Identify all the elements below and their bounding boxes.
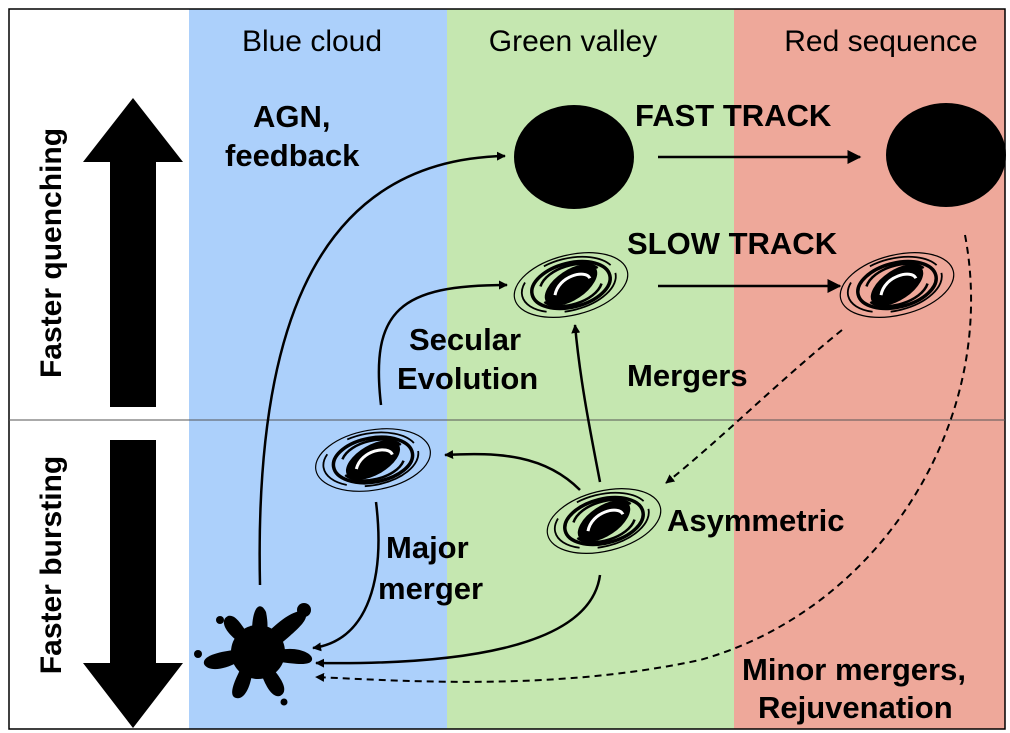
major-merger-arrow — [312, 501, 380, 652]
blue-cloud-band — [189, 9, 447, 729]
asymmetric-to-blue-spiral-arrow — [444, 450, 581, 491]
minor-mergers-label-line2: Rejuvenation — [758, 690, 953, 725]
blue-cloud-title: Blue cloud — [242, 25, 382, 58]
agn-label-line1: AGN, — [253, 99, 331, 134]
secular-label-line1: Secular — [409, 322, 521, 357]
red-sequence-title: Red sequence — [784, 25, 977, 58]
agn-label-line2: feedback — [225, 138, 360, 173]
secular-evolution-arrow — [377, 280, 508, 406]
asymmetric-label: Asymmetric — [667, 503, 844, 538]
starburst-galaxy-icon — [194, 603, 313, 706]
major-merger-label-line1: Major — [386, 530, 469, 565]
faster-bursting-label: Faster bursting — [35, 456, 68, 674]
slow-track-label: SLOW TRACK — [627, 226, 838, 261]
rejuvenation-dashed-arrow — [315, 234, 973, 683]
left-margin-band — [9, 9, 189, 729]
asymmetric-to-green-spiral-arrow — [571, 324, 602, 483]
elliptical-galaxy-red-icon — [886, 103, 1006, 207]
secular-label-line2: Evolution — [397, 361, 538, 396]
fast-track-label: FAST TRACK — [635, 98, 832, 133]
faster-quenching-label: Faster quenching — [35, 128, 68, 378]
mergers-label: Mergers — [627, 358, 748, 393]
major-merger-label-line2: merger — [378, 571, 483, 606]
minor-mergers-label-line1: Minor mergers, — [742, 652, 966, 687]
frame — [8, 8, 1006, 730]
asymmetric-to-starburst-arrow — [315, 574, 602, 668]
green-valley-title: Green valley — [489, 25, 657, 58]
faster-bursting-arrow-icon — [83, 440, 183, 728]
mergers-dashed-arrow — [665, 329, 843, 484]
agn-feedback-arrow — [258, 151, 506, 586]
elliptical-galaxy-green-icon — [514, 105, 634, 209]
faster-quenching-arrow-icon — [83, 98, 183, 407]
